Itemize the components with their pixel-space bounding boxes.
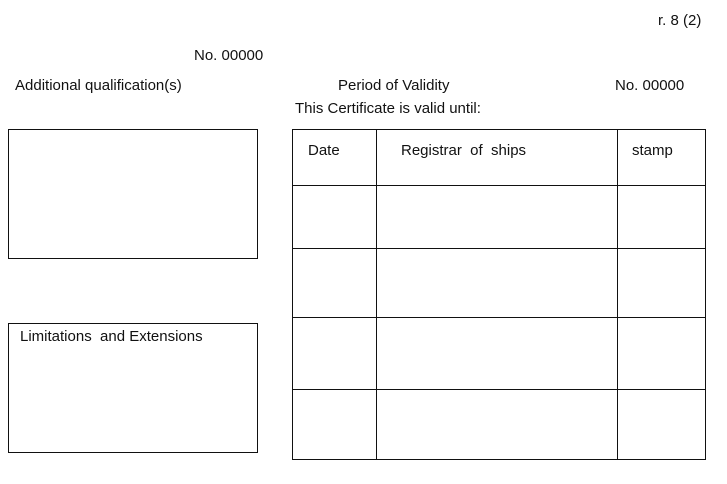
registrar-cell	[376, 389, 618, 460]
period-of-validity-label: Period of Validity	[338, 77, 450, 94]
table-row	[292, 248, 706, 318]
valid-until-label: This Certificate is valid until:	[295, 100, 481, 117]
stamp-cell	[617, 389, 706, 460]
validity-table: Date Registrar of ships stamp	[292, 129, 706, 460]
limitations-extensions-box: Limitations and Extensions	[8, 323, 258, 453]
stamp-cell	[617, 185, 706, 249]
additional-qualifications-label: Additional qualification(s)	[15, 77, 182, 94]
registrar-cell	[376, 185, 618, 249]
registrar-cell	[376, 317, 618, 390]
column-header-stamp: stamp	[617, 129, 706, 186]
column-header-registrar: Registrar of ships	[376, 129, 618, 186]
column-header-date: Date	[292, 129, 377, 186]
certificate-number-top: No. 00000	[194, 47, 264, 64]
validity-table-header-row: Date Registrar of ships stamp	[292, 129, 706, 186]
table-row	[292, 317, 706, 390]
date-cell	[292, 389, 377, 460]
table-row	[292, 185, 706, 249]
certificate-number-right: No. 00000	[615, 77, 685, 94]
stamp-cell	[617, 248, 706, 318]
additional-qualifications-box	[8, 129, 258, 259]
limitations-extensions-label: Limitations and Extensions	[20, 328, 203, 345]
rule-reference: r. 8 (2)	[658, 12, 702, 29]
date-cell	[292, 248, 377, 318]
registrar-cell	[376, 248, 618, 318]
table-row	[292, 389, 706, 460]
date-cell	[292, 317, 377, 390]
stamp-cell	[617, 317, 706, 390]
date-cell	[292, 185, 377, 249]
